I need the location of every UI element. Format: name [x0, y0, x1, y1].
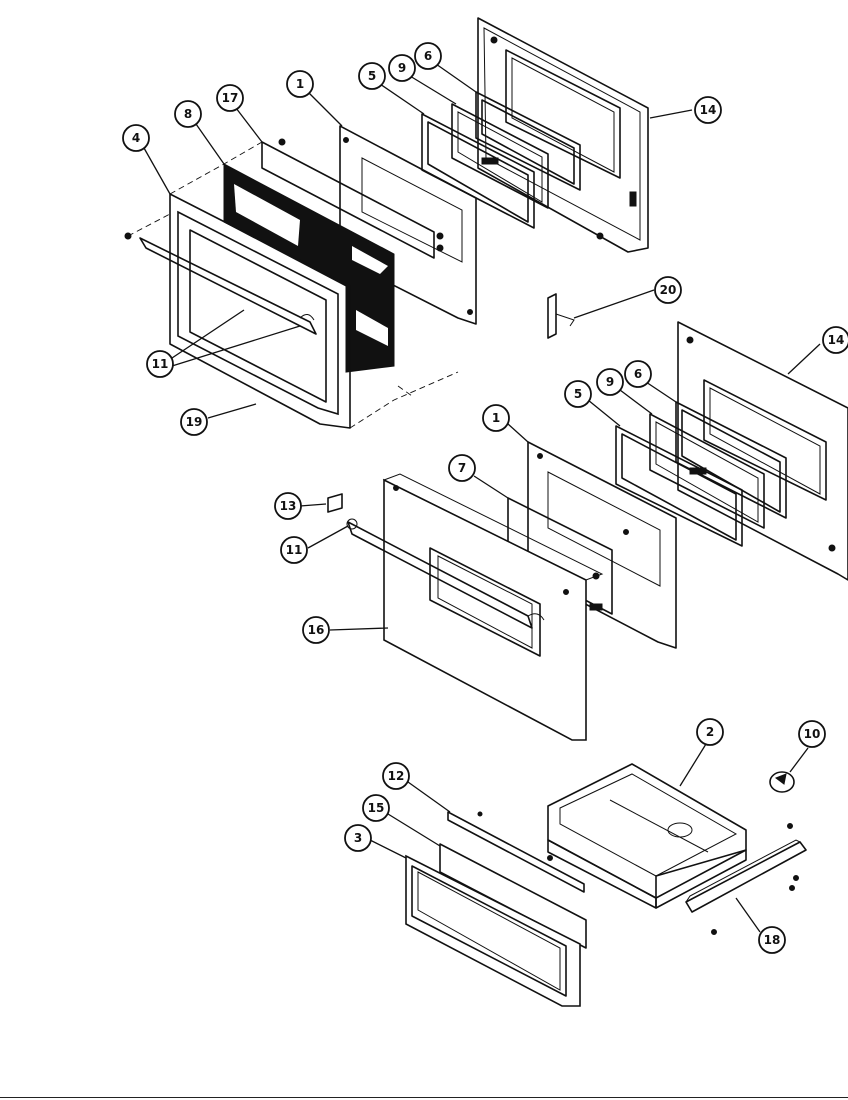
svg-text:2: 2	[706, 725, 714, 739]
window-frame-mid	[675, 401, 787, 519]
svg-text:17: 17	[222, 91, 239, 105]
callout-10: 10	[798, 720, 826, 748]
svg-text:9: 9	[398, 61, 406, 75]
callout-6-mid: 6	[624, 360, 652, 388]
callout-3: 3	[344, 824, 372, 852]
svg-text:8: 8	[184, 107, 192, 121]
outer-door	[382, 473, 604, 741]
callout-12: 12	[382, 762, 410, 790]
inner-door-liner-top	[477, 17, 649, 253]
callout-6-top: 6	[414, 42, 442, 70]
svg-text:20: 20	[660, 283, 677, 297]
callout-9-mid: 9	[596, 368, 624, 396]
svg-text:5: 5	[574, 387, 582, 401]
svg-text:13: 13	[280, 499, 297, 513]
door-clip	[327, 493, 343, 513]
svg-text:18: 18	[764, 933, 781, 947]
drawer-bumper	[769, 771, 795, 829]
svg-text:6: 6	[424, 49, 432, 63]
glass-retainer-mid	[615, 425, 743, 547]
lower-door-assembly	[327, 321, 848, 741]
outer-door-frame	[124, 193, 351, 429]
callout-14-top: 14	[694, 96, 722, 124]
door-handle-top	[139, 237, 317, 335]
drawer-inner-panel	[439, 843, 587, 949]
upper-door-assembly	[124, 17, 649, 429]
svg-text:4: 4	[132, 131, 140, 145]
callout-9-top: 9	[388, 54, 416, 82]
callout-4: 4	[122, 124, 150, 152]
callout-19: 19	[180, 408, 208, 436]
drawer-assembly	[405, 763, 807, 1007]
insulation-retainer	[261, 138, 444, 259]
svg-text:16: 16	[308, 623, 325, 637]
svg-text:10: 10	[804, 727, 821, 741]
leader-lines	[143, 63, 821, 933]
callout-18: 18	[758, 926, 786, 954]
callout-11-mid: 11	[280, 536, 308, 564]
drawer-body	[547, 763, 747, 909]
hinge-bracket	[547, 293, 575, 339]
svg-text:19: 19	[186, 415, 203, 429]
svg-text:9: 9	[606, 375, 614, 389]
drawer-slide	[685, 839, 807, 935]
svg-text:14: 14	[828, 333, 845, 347]
callout-14-mid: 14	[822, 326, 848, 354]
svg-text:7: 7	[458, 461, 466, 475]
svg-text:11: 11	[152, 357, 169, 371]
callout-5-mid: 5	[564, 380, 592, 408]
callout-15: 15	[362, 794, 390, 822]
svg-text:3: 3	[354, 831, 362, 845]
window-frame-top	[475, 91, 581, 191]
callout-11-top: 11	[146, 350, 174, 378]
glass-pane-mid	[649, 413, 765, 529]
callout-2: 2	[696, 718, 724, 746]
svg-text:11: 11	[286, 543, 303, 557]
callout-1-top: 1	[286, 70, 314, 98]
glass-retainer-top	[421, 113, 535, 229]
svg-text:1: 1	[296, 77, 304, 91]
callout-8: 8	[174, 100, 202, 128]
callout-13: 13	[274, 492, 302, 520]
svg-text:15: 15	[368, 801, 385, 815]
drawer-bracket	[447, 811, 585, 893]
inner-door-liner-mid	[677, 321, 848, 581]
svg-text:1: 1	[492, 411, 500, 425]
callout-17: 17	[216, 84, 244, 112]
svg-text:12: 12	[388, 769, 405, 783]
callout-5-top: 5	[358, 62, 386, 90]
callout-1-mid: 1	[482, 404, 510, 432]
drawer-front	[405, 854, 581, 1007]
svg-text:5: 5	[368, 69, 376, 83]
callout-20: 20	[654, 276, 682, 304]
page-bottom-rule	[0, 1097, 848, 1098]
svg-text:6: 6	[634, 367, 642, 381]
door-handle-mid	[346, 518, 545, 629]
svg-text:14: 14	[700, 103, 717, 117]
callout-7: 7	[448, 454, 476, 482]
callout-16: 16	[302, 616, 330, 644]
